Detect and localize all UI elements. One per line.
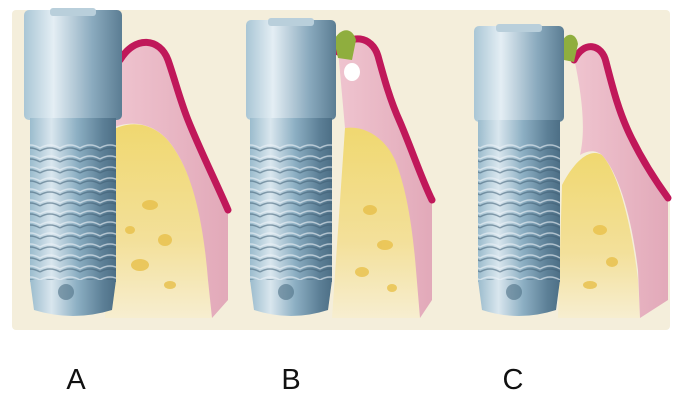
implant-collar xyxy=(250,118,332,144)
implant-collar xyxy=(478,120,560,146)
implant-abutment xyxy=(246,20,336,120)
implant-collar xyxy=(30,118,116,144)
panel-label-c: C xyxy=(493,366,533,395)
pocket-void xyxy=(344,63,360,81)
implant-apex xyxy=(30,280,116,316)
panel-label-a: A xyxy=(56,366,96,395)
panel-label-b: B xyxy=(271,366,311,395)
implant-abutment xyxy=(474,26,564,122)
implant-abutment xyxy=(24,10,122,120)
